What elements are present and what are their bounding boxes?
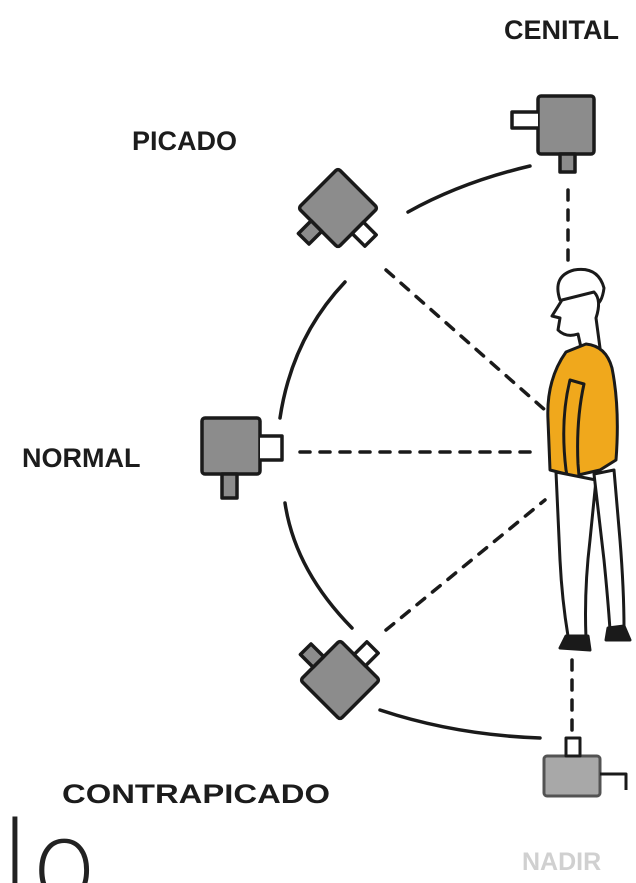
sight-lines xyxy=(298,188,574,740)
arc-contrapicado-nadir xyxy=(378,708,542,740)
sight-line-picado xyxy=(384,268,547,412)
label-picado: PICADO xyxy=(132,126,237,156)
sight-line-contrapicado xyxy=(384,498,547,632)
camera-icon xyxy=(510,94,596,174)
arc-picado-cenital xyxy=(406,164,532,214)
label-contrapicado: CONTRAPICADO xyxy=(62,779,330,809)
label-cenital: CENITAL xyxy=(504,15,619,45)
camera-icon xyxy=(200,416,284,500)
cropped-text: lo xyxy=(0,798,98,883)
camera-icon xyxy=(298,639,381,721)
camera-icon xyxy=(542,736,628,798)
camera-icon xyxy=(296,167,379,249)
person-figure xyxy=(546,267,632,652)
label-normal: NORMAL xyxy=(22,443,140,473)
arc-normal-contrapicado xyxy=(283,501,354,630)
label-nadir: NADIR xyxy=(522,848,601,876)
arc-lines xyxy=(278,164,542,740)
arc-picado-normal xyxy=(278,280,347,420)
